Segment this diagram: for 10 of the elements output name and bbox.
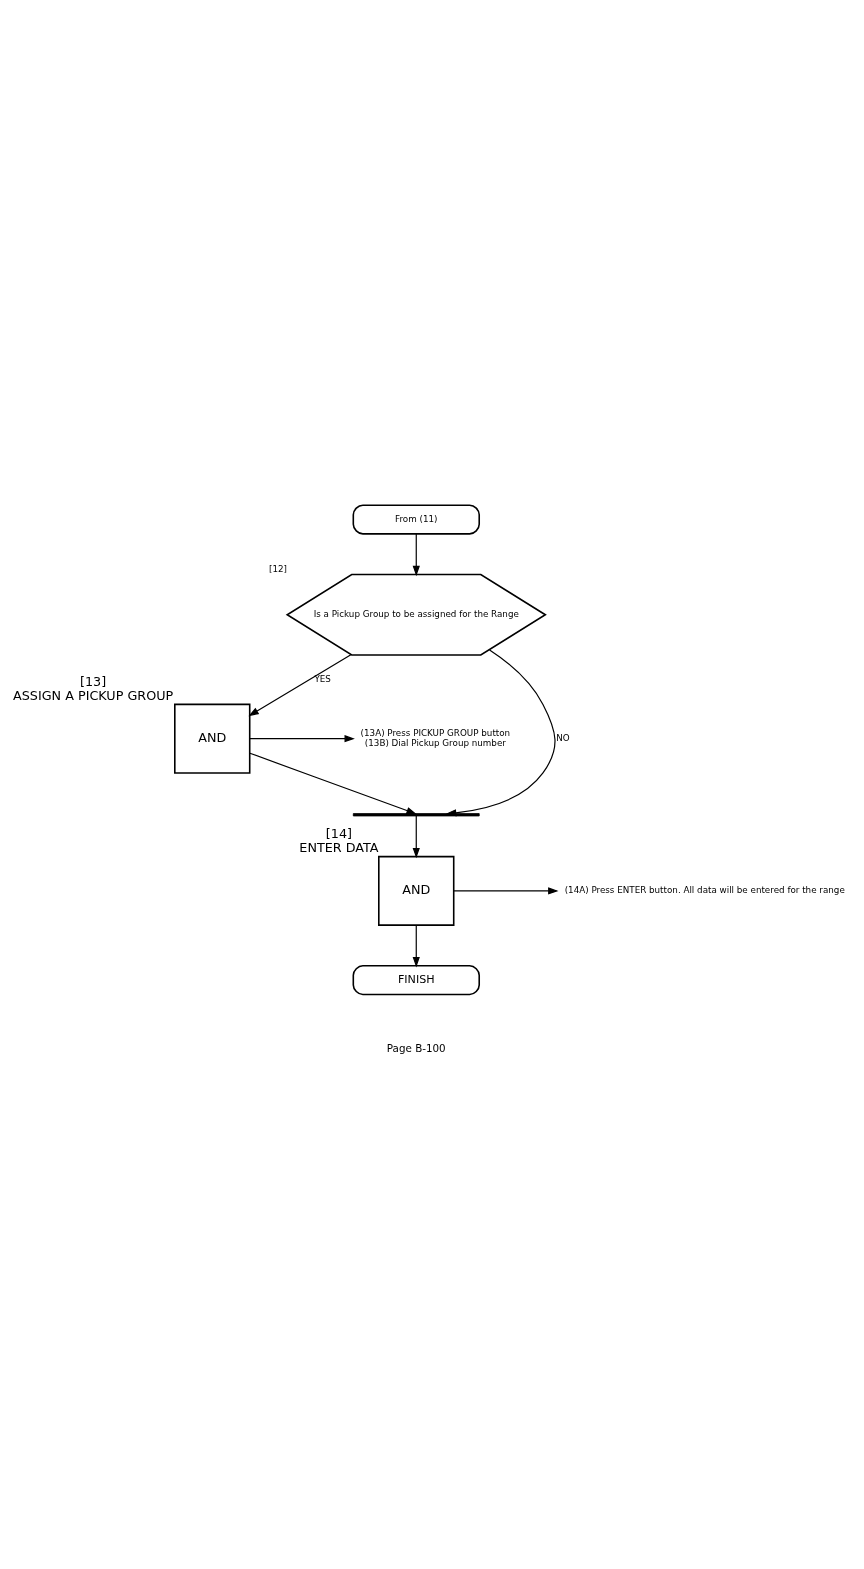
edge-label: NO bbox=[556, 732, 570, 743]
node-text: (13A) Press PICKUP GROUP button (13B) Dial Pickup Group number bbox=[360, 728, 511, 748]
node-label: [13] bbox=[80, 673, 107, 689]
node-label: [12] bbox=[269, 563, 287, 574]
edge-label: YES bbox=[314, 673, 331, 684]
label: Page B-100 bbox=[386, 1042, 446, 1055]
node-label: ASSIGN A PICKUP GROUP bbox=[13, 688, 174, 704]
node-label: [14] bbox=[325, 826, 353, 842]
node-label: ENTER DATA bbox=[299, 840, 379, 856]
node-text: (14A) Press ENTER button. All data will be entered for the range bbox=[564, 885, 845, 896]
